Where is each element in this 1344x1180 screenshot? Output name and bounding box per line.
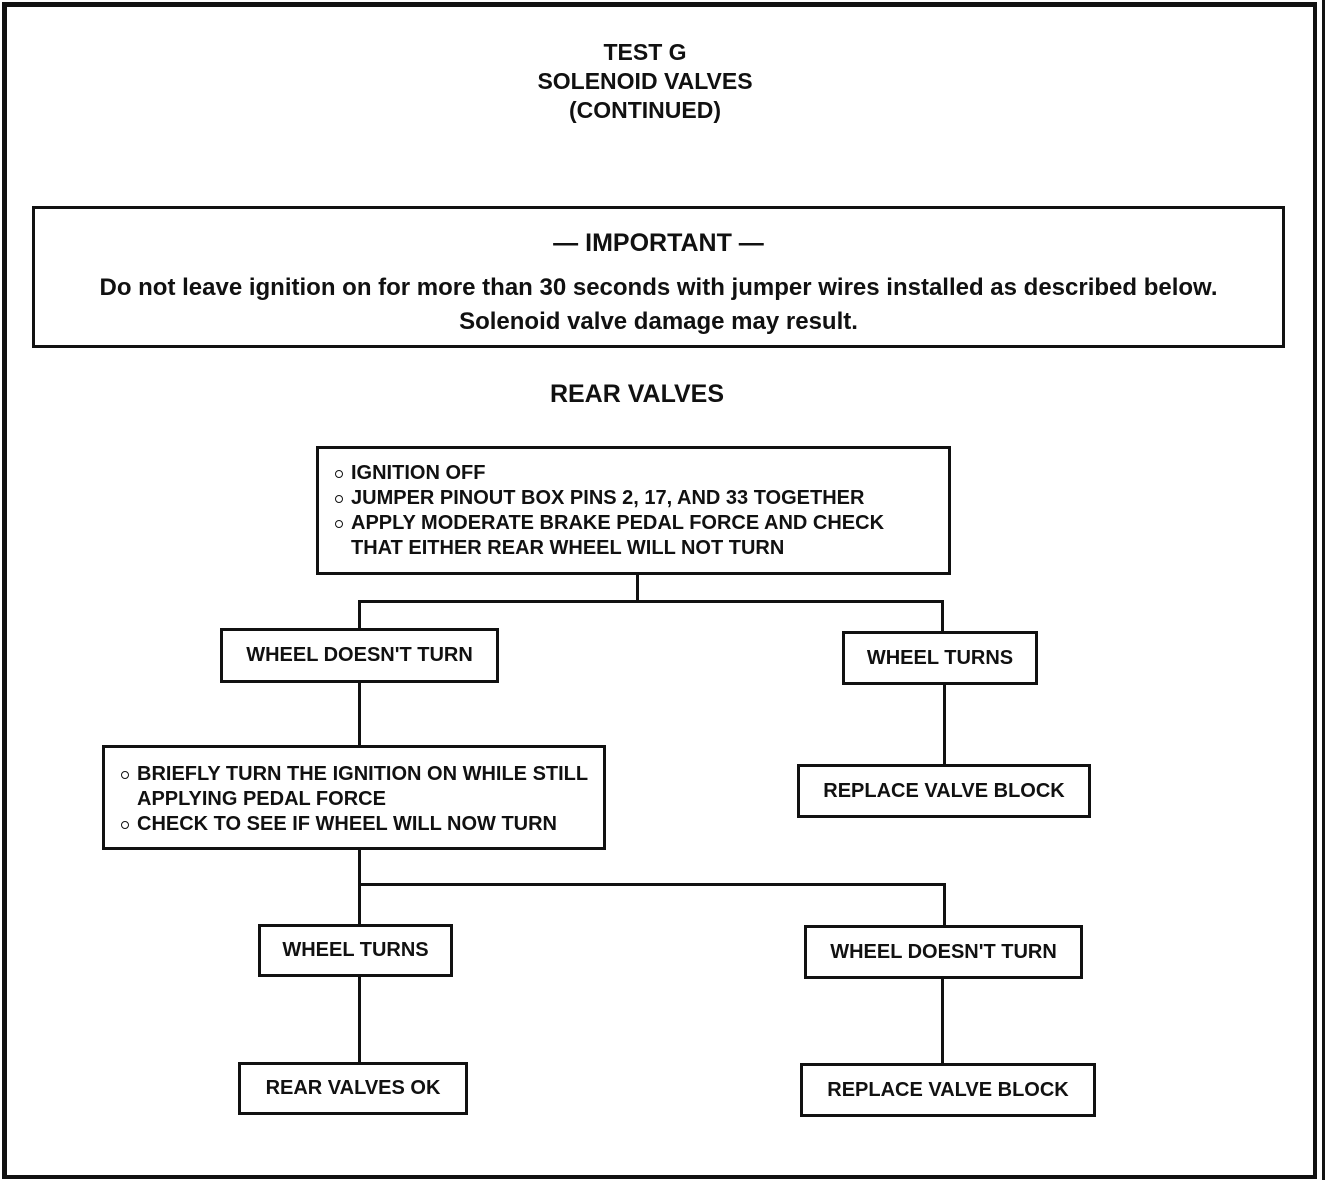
action-rear-valves-ok: REAR VALVES OK xyxy=(238,1062,468,1115)
connector-to-final-left xyxy=(358,975,361,1064)
important-notice-box: — IMPORTANT — Do not leave ignition on f… xyxy=(32,206,1285,348)
header-subtitle: (CONTINUED) xyxy=(568,97,722,123)
connector-to-second-step xyxy=(358,681,361,748)
bullet-icon xyxy=(121,771,129,779)
connector-to-replace-1 xyxy=(943,683,946,766)
connector-to-second-right xyxy=(943,883,946,927)
bullet-icon xyxy=(335,495,343,503)
page-border xyxy=(2,2,1317,1179)
connector-to-final-right xyxy=(941,977,944,1065)
second-step-box: BRIEFLY TURN THE IGNITION ON WHILE STILL… xyxy=(102,745,606,850)
header-title: SOLENOID VALVES xyxy=(537,68,753,94)
result-wheel-turns-2: WHEEL TURNS xyxy=(258,924,453,977)
connector-start-down xyxy=(636,573,639,603)
step-item: CHECK TO SEE IF WHEEL WILL NOW TURN xyxy=(119,812,593,837)
result-wheel-doesnt-turn: WHEEL DOESN'T TURN xyxy=(220,628,499,683)
step-item: IGNITION OFF xyxy=(333,461,938,486)
connector-branch-2 xyxy=(358,883,946,886)
section-title: REAR VALVES xyxy=(549,380,725,408)
important-heading: — IMPORTANT — xyxy=(553,229,764,257)
connector-branch-1 xyxy=(358,600,944,603)
important-text: Do not leave ignition on for more than 3… xyxy=(99,274,1218,335)
action-replace-valve-block-2: REPLACE VALVE BLOCK xyxy=(800,1063,1096,1117)
connector-second-step-down xyxy=(358,848,361,926)
result-wheel-doesnt-turn-2: WHEEL DOESN'T TURN xyxy=(804,925,1083,979)
action-replace-valve-block: REPLACE VALVE BLOCK xyxy=(797,764,1091,818)
step-item: BRIEFLY TURN THE IGNITION ON WHILE STILL… xyxy=(119,762,593,812)
bullet-icon xyxy=(335,470,343,478)
bullet-icon xyxy=(335,520,343,528)
step-item: APPLY MODERATE BRAKE PEDAL FORCE AND CHE… xyxy=(333,511,938,561)
step-item: JUMPER PINOUT BOX PINS 2, 17, AND 33 TOG… xyxy=(333,486,938,511)
result-wheel-turns: WHEEL TURNS xyxy=(842,631,1038,685)
connector-to-right-result xyxy=(941,600,944,633)
page-edge-line xyxy=(1322,0,1325,1180)
header-test-label: TEST G xyxy=(603,39,687,65)
start-step-box: IGNITION OFF JUMPER PINOUT BOX PINS 2, 1… xyxy=(316,446,951,575)
bullet-icon xyxy=(121,821,129,829)
connector-to-left-result xyxy=(358,600,361,630)
